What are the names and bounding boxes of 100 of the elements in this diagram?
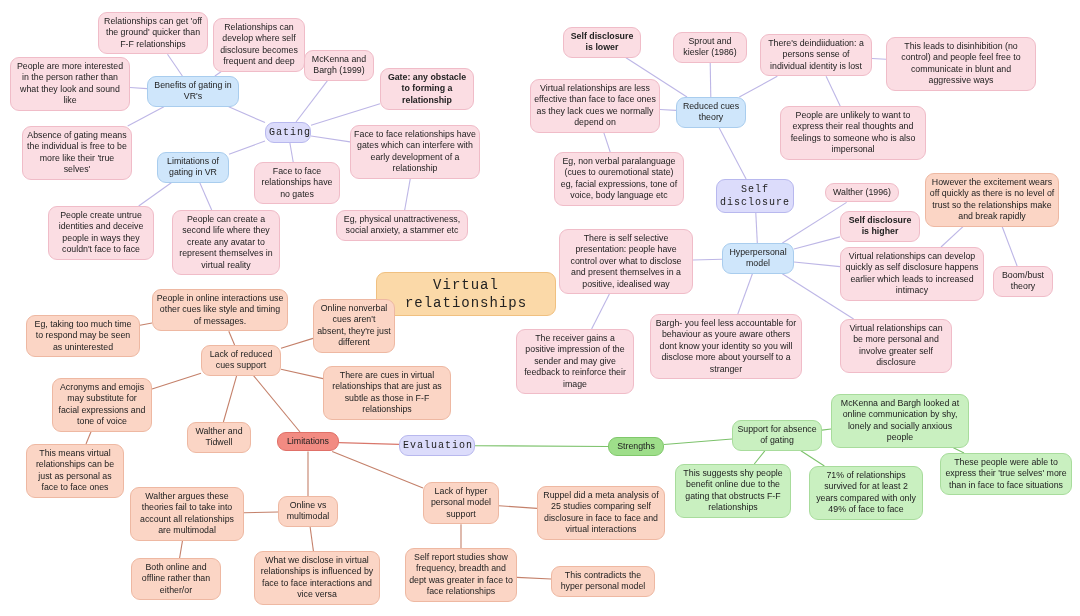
note-box: Lack of hyper personal model support xyxy=(423,482,499,525)
connector-line xyxy=(737,273,753,315)
note-box: This leads to disinhibition (no control) and people feel free to communicate in blunt and aggressive ways xyxy=(886,37,1036,91)
note-box: Face to face relationships have gates which can interfere with early development of a relationship xyxy=(350,125,480,179)
connector-line xyxy=(310,135,351,143)
note-box: People can create a second life where they create any avatar to represent themselves in virtual reality xyxy=(172,210,280,276)
connector-line xyxy=(460,523,462,549)
note-box: Relationships can get 'off the ground' quicker than F-F relationships xyxy=(98,12,208,55)
note-box: However the excitement wears off quickly as there is no level of trust so the relationships make and break rapidly xyxy=(925,173,1059,227)
note-box: Gate: any obstacle to forming a relationship xyxy=(380,68,474,111)
connector-line xyxy=(591,293,610,330)
connector-line xyxy=(307,450,309,497)
note-box: McKenna and Bargh looked at online communication by shy, lonely and socially anxious people xyxy=(831,394,969,448)
note-box: This suggests shy people benefit online due to the gating that obstructs F-F relationships xyxy=(675,464,791,518)
note-box: Online nonverbal cues aren't absent, they're just different xyxy=(313,299,395,353)
note-box: Sprout and kiesler (1986) xyxy=(673,32,747,63)
connector-line xyxy=(755,212,758,244)
connector-line xyxy=(709,62,712,98)
note-box: Virtual relationships are less effective than face to face ones as they lack cues we normally depend on xyxy=(530,79,660,133)
note-box: This means virtual relationships can be just as personal as face to face ones xyxy=(26,444,124,498)
note-box: There are cues in virtual relationships that are just as subtle as those in F-F relationships xyxy=(323,366,451,420)
note-box: There's deindiiduation: a persons sense of individual identity is lost xyxy=(760,34,872,77)
connector-line xyxy=(295,80,328,123)
connector-line xyxy=(280,337,314,349)
note-box: Support for absence of gating xyxy=(732,420,822,451)
connector-line xyxy=(663,438,733,446)
branch-box: Limitations xyxy=(277,432,339,452)
connector-line xyxy=(309,526,314,552)
connector-line xyxy=(129,86,148,90)
connector-line xyxy=(781,273,855,320)
connector-line xyxy=(940,226,964,248)
connector-line xyxy=(659,108,677,111)
note-box: Boom/bust theory xyxy=(993,266,1053,297)
note-box: What we disclose in virtual relationships is influenced by face to face interactions and vice versa xyxy=(254,551,380,605)
subtopic-box: Limitations of gating in VR xyxy=(157,152,229,183)
connector-line xyxy=(821,428,832,431)
connector-line xyxy=(310,103,381,126)
connector-line xyxy=(243,511,279,514)
connector-line xyxy=(138,182,172,207)
note-box: The receiver gains a positive impression of the sender and may give feedback to reinforce their image xyxy=(516,329,634,395)
topic-box: Self disclosure xyxy=(716,179,794,213)
connector-line xyxy=(404,178,411,211)
subtopic-box: Benefits of gating in VR's xyxy=(147,76,239,107)
note-box: People are unlikely to want to express their real thoughts and feelings to someone who is also impersonal xyxy=(780,106,926,160)
note-box: Walther and Tidwell xyxy=(187,422,251,453)
connector-line xyxy=(199,182,213,211)
note-box: Self report studies show frequency, breadth and dept was greater in face to face relationships xyxy=(405,548,517,602)
connector-line xyxy=(692,258,723,261)
note-box: Self disclosure is higher xyxy=(840,211,920,242)
connector-line xyxy=(222,375,238,423)
connector-line xyxy=(800,450,825,467)
connector-line xyxy=(166,53,183,77)
connector-line xyxy=(871,57,887,60)
note-box: Acronyms and emojis may substitute for facial expressions and tone of voice xyxy=(52,378,152,432)
topic-box: Gating xyxy=(265,122,311,143)
connector-line xyxy=(179,540,184,559)
connector-line xyxy=(825,75,841,107)
branch-box: Strengths xyxy=(608,437,664,457)
note-box: This contradicts the hyper personal model xyxy=(551,566,655,597)
connector-line xyxy=(793,236,841,250)
connector-line xyxy=(474,445,609,448)
connector-line xyxy=(331,450,424,489)
connector-line xyxy=(151,372,202,390)
connector-line xyxy=(85,431,92,445)
note-box: Eg, non verbal paralanguage (cues to ouremotional state) eg, facial expressions, tone of voice, body language etc xyxy=(554,152,684,206)
connector-line xyxy=(139,322,153,326)
note-box: People are more interested in the person rather than what they look and sound like xyxy=(10,57,130,111)
connector-line xyxy=(253,375,301,433)
connector-line xyxy=(603,132,611,153)
note-box: These people were able to express their 'true selves' more than in face to face situations xyxy=(940,453,1072,496)
note-box: Virtual relationships can develop quickly as self disclosure happens earlier which leads to increased intimacy xyxy=(840,247,984,301)
note-box: People create untrue identities and deceive people in ways they couldn't face to face xyxy=(48,206,154,260)
connector-line xyxy=(127,106,165,127)
subtopic-box: Hyperpersonal model xyxy=(722,243,794,274)
note-box: Walther (1996) xyxy=(825,183,899,203)
note-box: There is self selective presentation: people have control over what to disclose and present themselves in a positive, idealised way xyxy=(559,229,693,295)
note-box: Ruppel did a meta analysis of 25 studies comparing self disclosure in face to face and virtual interactions xyxy=(537,486,665,540)
note-box: McKenna and Bargh (1999) xyxy=(304,50,374,81)
note-box: Eg, physical unattractiveness, social anxiety, a stammer etc xyxy=(336,210,468,241)
note-box: People in online interactions use other cues like style and timing of messages. xyxy=(152,289,288,332)
note-box: Walther argues these theories fail to take into account all relationships are multimodal xyxy=(130,487,244,541)
connector-line xyxy=(289,142,294,163)
connector-line xyxy=(793,261,841,268)
note-box: 71% of relationships survived for at least 2 years compared with only 49% of face to face xyxy=(809,466,923,520)
topic-box: Evaluation xyxy=(399,435,475,456)
note-box: Face to face relationships have no gates xyxy=(254,162,340,205)
note-box: Eg, taking too much time to respond may be seen as uninterested xyxy=(26,315,140,358)
connector-line xyxy=(228,140,266,155)
note-box: Absence of gating means the individual is free to be more like their 'true selves' xyxy=(22,126,132,180)
connector-line xyxy=(228,330,236,346)
connector-line xyxy=(625,57,688,98)
connector-line xyxy=(718,127,747,180)
connector-line xyxy=(338,442,400,445)
connector-line xyxy=(498,505,538,509)
note-box: Relationships can develop where self disclosure becomes frequent and deep xyxy=(213,18,305,72)
note-box: Virtual relationships can be more personal and involve greater self disclosure xyxy=(840,319,952,373)
note-box: Both online and offline rather than either/or xyxy=(131,558,221,601)
connector-line xyxy=(214,71,222,77)
note-box: Online vs multimodal xyxy=(278,496,338,527)
note-box: Bargh- you feel less accountable for behaviour as youre aware others dont know your identity so you will disclose more about yourself to a stranger xyxy=(650,314,802,380)
